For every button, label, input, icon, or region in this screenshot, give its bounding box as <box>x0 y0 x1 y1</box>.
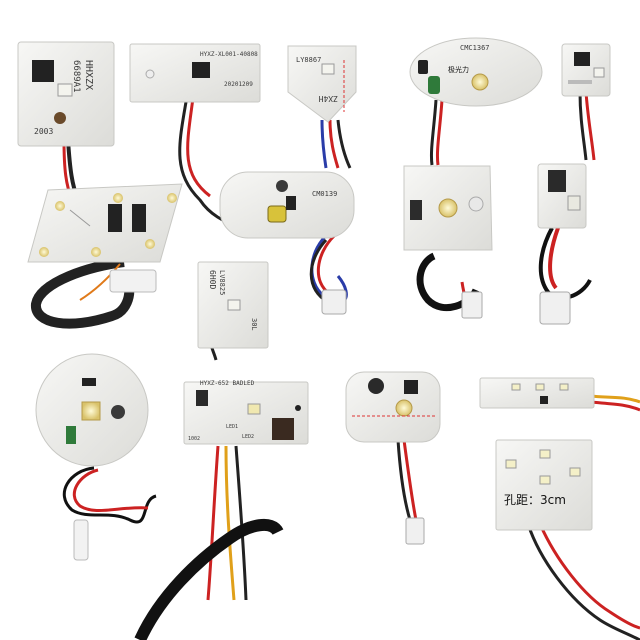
board-code: CMC1367 <box>460 44 490 52</box>
connector-icon <box>461 291 483 319</box>
led-chip-icon <box>395 399 413 417</box>
ic-icon <box>32 60 54 82</box>
board-cn-label: 极光力 <box>448 65 469 74</box>
led-chip-icon <box>57 83 73 97</box>
board-oval-dashed <box>345 371 441 545</box>
board-strip-leds <box>27 183 183 329</box>
board-led2: LED2 <box>242 434 254 440</box>
board-code: CM0139 <box>312 190 337 198</box>
led-chip-icon <box>438 198 458 218</box>
led-chip-icon <box>471 73 489 91</box>
board-oval-cmc1367: CMC1367 极光力 <box>409 37 543 166</box>
board-code: LY8867 <box>296 56 321 64</box>
connector-icon <box>405 517 425 545</box>
board-right-tall <box>537 163 592 325</box>
board-vertical-lv8825: 6H0D LV8825 30L <box>197 261 269 361</box>
board-pentagon-zx4h: LY8867 ZX4H <box>287 45 357 169</box>
board-subcode: ZX4H <box>319 94 338 103</box>
board-number: 30L <box>250 318 258 331</box>
board-bar-hyxz652: HYXZ-652 BADLED LED1 LED2 1002 <box>134 380 309 640</box>
hole-spacing-label: 孔距：3cm <box>504 493 566 507</box>
connector-icon <box>73 519 89 561</box>
board-number: 2003 <box>34 127 53 136</box>
board-code: HHXZX <box>83 60 94 90</box>
led-chip-icon <box>593 67 605 78</box>
led-chip-icon <box>247 403 261 415</box>
board-code: HYXZ-652 BADLED <box>200 380 255 387</box>
board-led1: LED1 <box>226 424 238 430</box>
board-square-center-led <box>403 165 493 319</box>
board-strip-right <box>479 377 640 412</box>
board-code: HYXZ-XL001-40808 <box>200 51 258 58</box>
board-rounded-cm0139: CM0139 <box>219 171 355 315</box>
connector-icon <box>321 289 347 315</box>
board-rect-hyxz: HYXZ-XL001-40808 20201209 <box>129 43 261 227</box>
board-round <box>35 353 157 561</box>
board-square-hhxzx: HHXZX 6689A1 2003 <box>17 41 115 201</box>
led-chip-icon <box>81 401 101 421</box>
board-subcode: 6689A1 <box>71 60 81 93</box>
board-date: 20201209 <box>224 81 253 88</box>
board-small-topright <box>561 43 611 161</box>
ic-icon <box>192 62 210 78</box>
led-chip-icon <box>227 299 241 311</box>
board-code: 6H0D <box>208 270 217 289</box>
board-subcode: LV8825 <box>218 270 226 295</box>
connector-icon <box>109 269 157 293</box>
led-chip-icon <box>321 63 335 75</box>
led-chip-icon <box>567 195 581 211</box>
board-square-spacing: 孔距：3cm <box>495 439 640 640</box>
connector-icon <box>539 291 571 325</box>
board-tag: 1002 <box>188 436 200 442</box>
